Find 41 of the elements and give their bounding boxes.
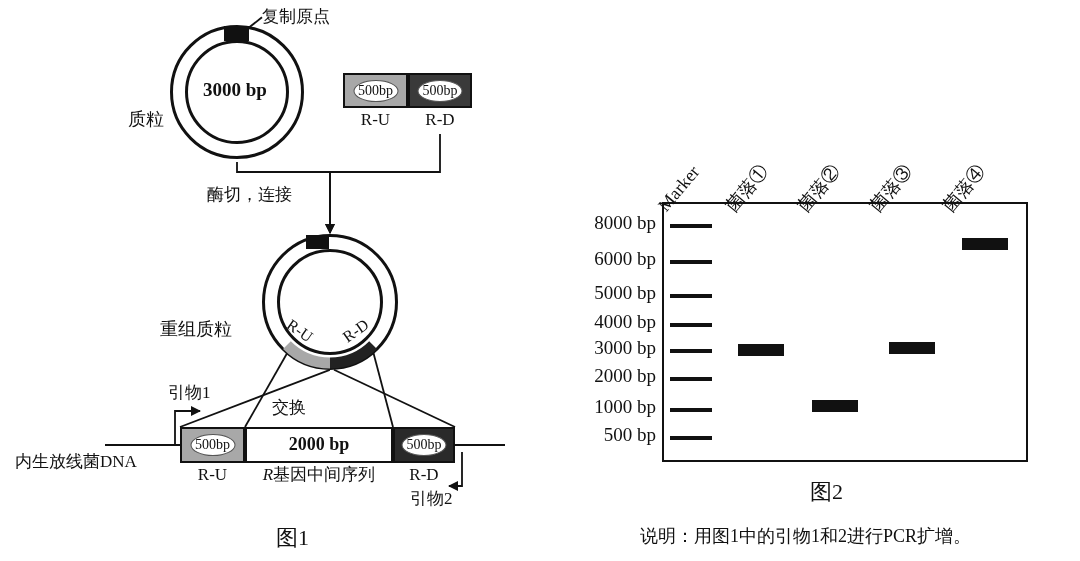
segment-label: R-D bbox=[408, 466, 440, 485]
connector-line bbox=[244, 351, 289, 428]
origin-label: 复制原点 bbox=[262, 8, 330, 27]
size-label: 8000 bp bbox=[594, 213, 656, 234]
length-label: 2000 bp bbox=[288, 435, 350, 455]
recombinant-plasmid-ring bbox=[262, 234, 398, 370]
origin-block bbox=[306, 235, 329, 249]
length-label: 500bp bbox=[417, 79, 463, 102]
segment-label: R-U bbox=[359, 111, 392, 130]
segment-label: R-U bbox=[196, 466, 229, 485]
arrow bbox=[325, 133, 441, 234]
size-label: 500 bp bbox=[603, 425, 656, 446]
plasmid-label: 质粒 bbox=[128, 110, 164, 130]
plasmid-size: 3000 bp bbox=[203, 80, 267, 101]
primer-label: 引物1 bbox=[168, 384, 211, 403]
connector-line bbox=[179, 368, 331, 428]
segment-label: R-D bbox=[424, 111, 456, 130]
edge-label: 交换 bbox=[270, 399, 308, 418]
plasmid-ring bbox=[170, 25, 304, 159]
edge-label: 酶切，连接 bbox=[205, 186, 294, 205]
size-label: 5000 bp bbox=[594, 283, 656, 304]
length-label: 500bp bbox=[353, 79, 398, 102]
primer-label: 引物2 bbox=[410, 490, 453, 509]
caption: 说明：用图1中的引物1和2进行PCR扩增。 bbox=[640, 527, 972, 547]
segment-label: R基因中间序列 bbox=[261, 466, 377, 485]
size-label: 6000 bp bbox=[594, 249, 656, 270]
figure-number: 图1 bbox=[276, 526, 309, 551]
size-label: 3000 bp bbox=[594, 338, 656, 359]
size-label: 1000 bp bbox=[594, 397, 656, 418]
arc-label: R-U bbox=[283, 315, 317, 346]
origin-block bbox=[224, 26, 249, 41]
size-label: 4000 bp bbox=[594, 312, 656, 333]
dna-label: 内生放线菌DNA bbox=[15, 453, 137, 472]
arc-label: R-D bbox=[339, 315, 373, 346]
connector-line bbox=[333, 368, 456, 428]
size-label: 2000 bp bbox=[594, 366, 656, 387]
length-label: 500bp bbox=[401, 434, 447, 456]
connector-line bbox=[372, 351, 394, 428]
plasmid-label: 重组质粒 bbox=[160, 320, 232, 340]
figure-number: 图2 bbox=[810, 480, 843, 505]
length-label: 500bp bbox=[190, 434, 235, 456]
